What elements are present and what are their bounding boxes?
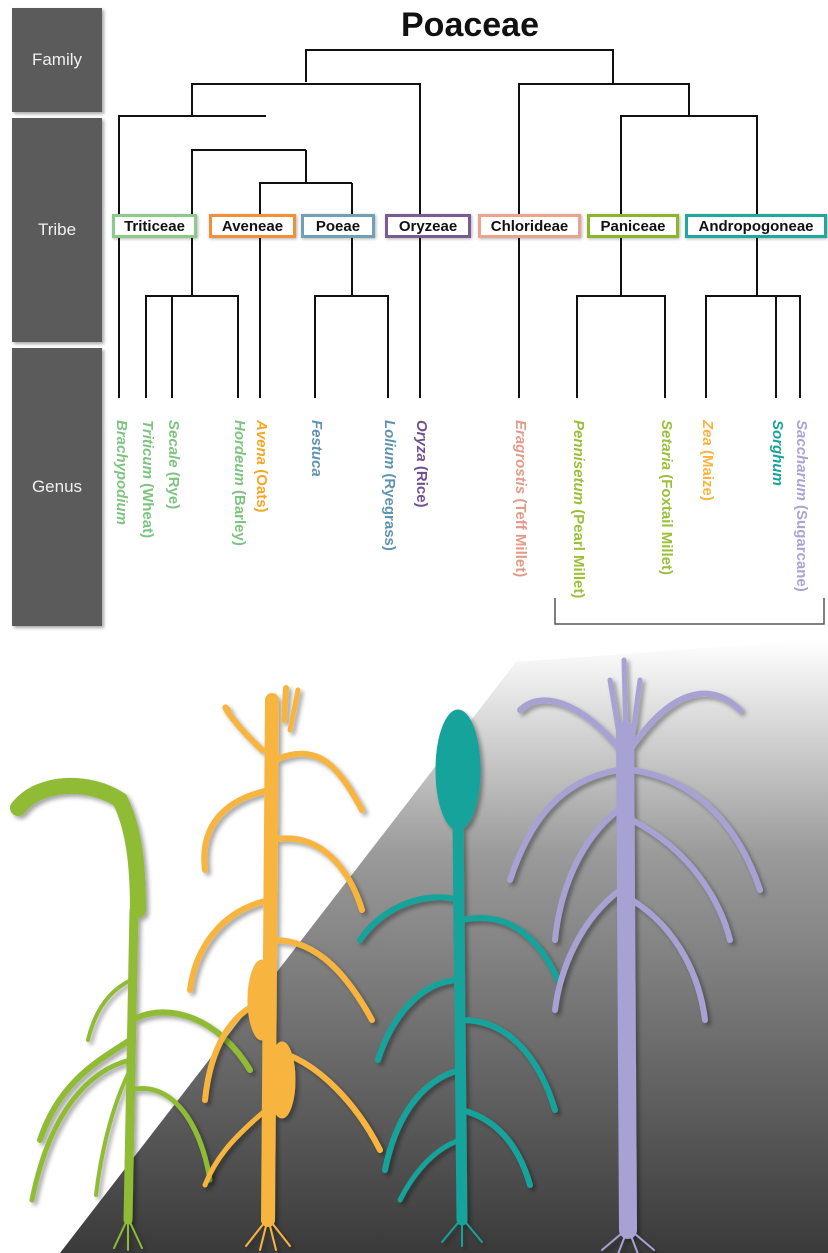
tree-branch bbox=[145, 295, 239, 398]
genus-eragrostis: Eragrostis (Teff Millet) bbox=[512, 420, 529, 578]
family-title: Poaceae bbox=[401, 6, 539, 44]
level-label-genus: Genus bbox=[12, 348, 102, 626]
tree-branch bbox=[259, 182, 352, 398]
tree-branch bbox=[314, 295, 389, 398]
genus-avena: Avena (Oats) bbox=[253, 420, 270, 513]
tree-branch bbox=[191, 149, 306, 296]
plant-sorghum bbox=[357, 709, 561, 1247]
tribe-paniceae: Paniceae bbox=[587, 214, 679, 238]
genus-festuca: Festuca bbox=[308, 420, 325, 477]
tree-branch bbox=[518, 83, 690, 398]
phylogenetic-tree bbox=[118, 49, 825, 625]
genus-brachypodium: Brachypodium bbox=[113, 420, 130, 526]
plant-sugarcane bbox=[507, 657, 763, 1253]
tribe-triticeae: Triticeae bbox=[112, 214, 197, 238]
level-label-tribe: Tribe bbox=[12, 118, 102, 342]
group-bracket bbox=[554, 598, 825, 625]
level-label-family: Family bbox=[12, 8, 102, 112]
tree-branch bbox=[305, 49, 614, 82]
tribe-poeae: Poeae bbox=[301, 214, 375, 238]
genus-saccharum: Saccharum (Sugarcane) bbox=[793, 420, 810, 592]
tree-branch bbox=[705, 295, 801, 398]
tree-branch bbox=[191, 83, 421, 116]
tribe-aveneae: Aveneae bbox=[209, 214, 296, 238]
genus-sorghum: Sorghum bbox=[769, 420, 786, 486]
tribe-chlorideae: Chlorideae bbox=[478, 214, 581, 238]
genus-secale: Secale (Rye) bbox=[165, 420, 182, 510]
genus-pennisetum: Pennisetum (Pearl Millet) bbox=[570, 420, 587, 599]
genus-oryza: Oryza (Rice) bbox=[413, 420, 430, 508]
genus-hordeum: Hordeum (Barley) bbox=[231, 420, 248, 546]
tribe-oryzeae: Oryzeae bbox=[385, 214, 471, 238]
tree-branch bbox=[620, 115, 758, 296]
genus-zea: Zea (Maize) bbox=[699, 420, 716, 501]
plant-illustration bbox=[10, 640, 828, 1253]
genus-setaria: Setaria (Foxtail Millet) bbox=[658, 420, 675, 576]
tree-branch bbox=[576, 295, 666, 398]
tree-branch bbox=[118, 115, 266, 398]
genus-triticum: Triticum (Wheat) bbox=[139, 420, 156, 539]
plant-foxtail-millet bbox=[10, 777, 253, 1251]
genus-lolium: Lolium (Ryegrass) bbox=[381, 420, 398, 551]
tribe-andropogoneae: Andropogoneae bbox=[685, 214, 827, 238]
plant-maize bbox=[187, 685, 383, 1251]
